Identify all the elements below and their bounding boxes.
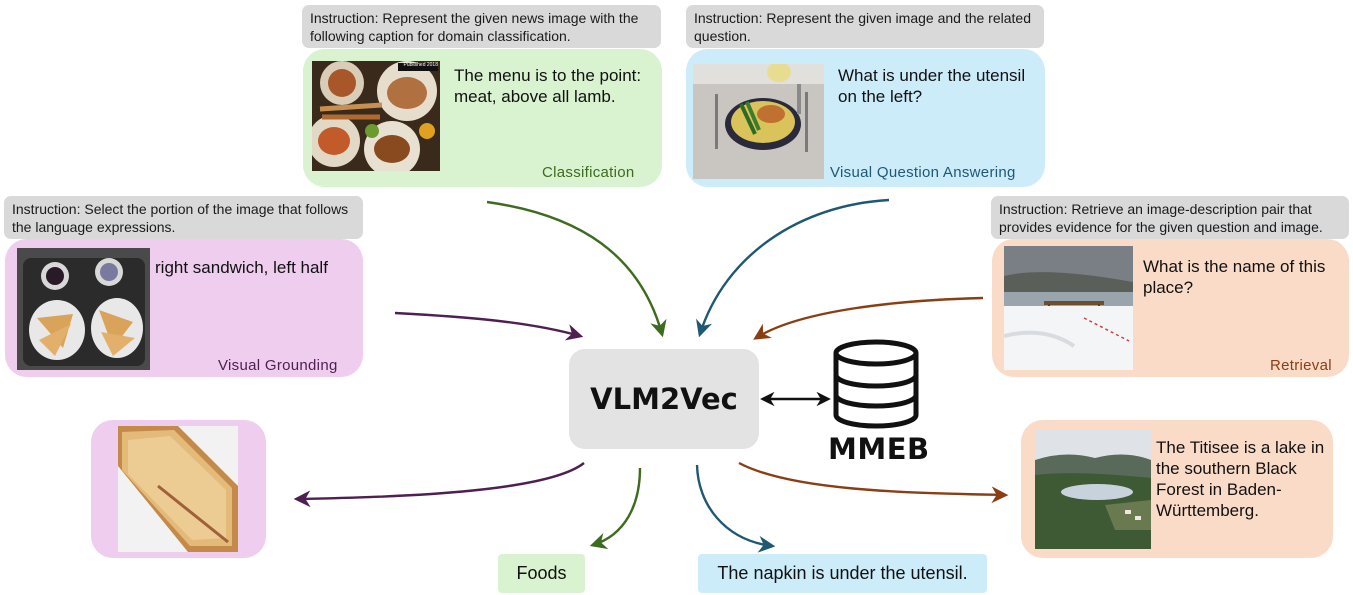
- food-image: Published 2018: [312, 61, 440, 171]
- grounding-query: right sandwich, left half: [155, 258, 328, 277]
- retrieval-output-arrow: [738, 461, 1009, 504]
- titisee-lake-image: [1035, 430, 1151, 549]
- sandwich-crop-image: [118, 426, 238, 552]
- retrieval-output-text: The Titisee is a lake in the southern Bl…: [1156, 438, 1325, 520]
- vqa-input-arrow: [696, 198, 890, 338]
- classification-output: Foods: [498, 554, 585, 593]
- grounding-instruction: Instruction: Select the portion of the i…: [4, 196, 363, 239]
- grounding-output-card: [91, 420, 266, 558]
- retrieval-task-label: Retrieval: [1270, 357, 1332, 374]
- grounding-card: right sandwich, left half Visual Groundi…: [5, 239, 363, 377]
- snowy-lake-image: [1004, 246, 1133, 370]
- retrieval-input-arrow: [753, 296, 984, 340]
- vlm2vec-model: VLM2Vec: [569, 349, 759, 449]
- retrieval-output-card: The Titisee is a lake in the southern Bl…: [1021, 420, 1333, 558]
- classification-instruction: Instruction: Represent the given news im…: [302, 5, 661, 48]
- vqa-output: The napkin is under the utensil.: [698, 554, 987, 593]
- sandwich-tray-image: [17, 248, 150, 370]
- grounding-input-arrow: [394, 311, 584, 341]
- vqa-instruction: Instruction: Represent the given image a…: [686, 5, 1044, 48]
- dinner-plate-image: [693, 64, 824, 179]
- classification-task-label: Classification: [542, 164, 635, 181]
- vqa-query: What is under the utensil on the left?: [838, 66, 1026, 106]
- classification-output-arrow: [589, 467, 642, 549]
- retrieval-query: What is the name of this place?: [1143, 257, 1326, 297]
- vqa-card: What is under the utensil on the left? V…: [686, 49, 1045, 187]
- database-icon: [831, 339, 921, 429]
- grounding-output-arrow: [293, 462, 585, 508]
- vqa-output-arrow: [695, 464, 776, 553]
- published-badge: Published 2018: [403, 62, 438, 68]
- retrieval-instruction: Instruction: Retrieve an image-descripti…: [991, 196, 1349, 239]
- classification-query: The menu is to the point: meat, above al…: [454, 66, 642, 106]
- classification-input-arrow: [486, 200, 667, 338]
- mmeb-label: MMEB: [828, 432, 930, 466]
- vqa-task-label: Visual Question Answering: [830, 164, 1016, 181]
- retrieval-card: What is the name of this place? Retrieva…: [992, 239, 1349, 377]
- classification-card: Published 2018 The menu is to the point:…: [303, 49, 662, 187]
- grounding-task-label: Visual Grounding: [218, 357, 338, 374]
